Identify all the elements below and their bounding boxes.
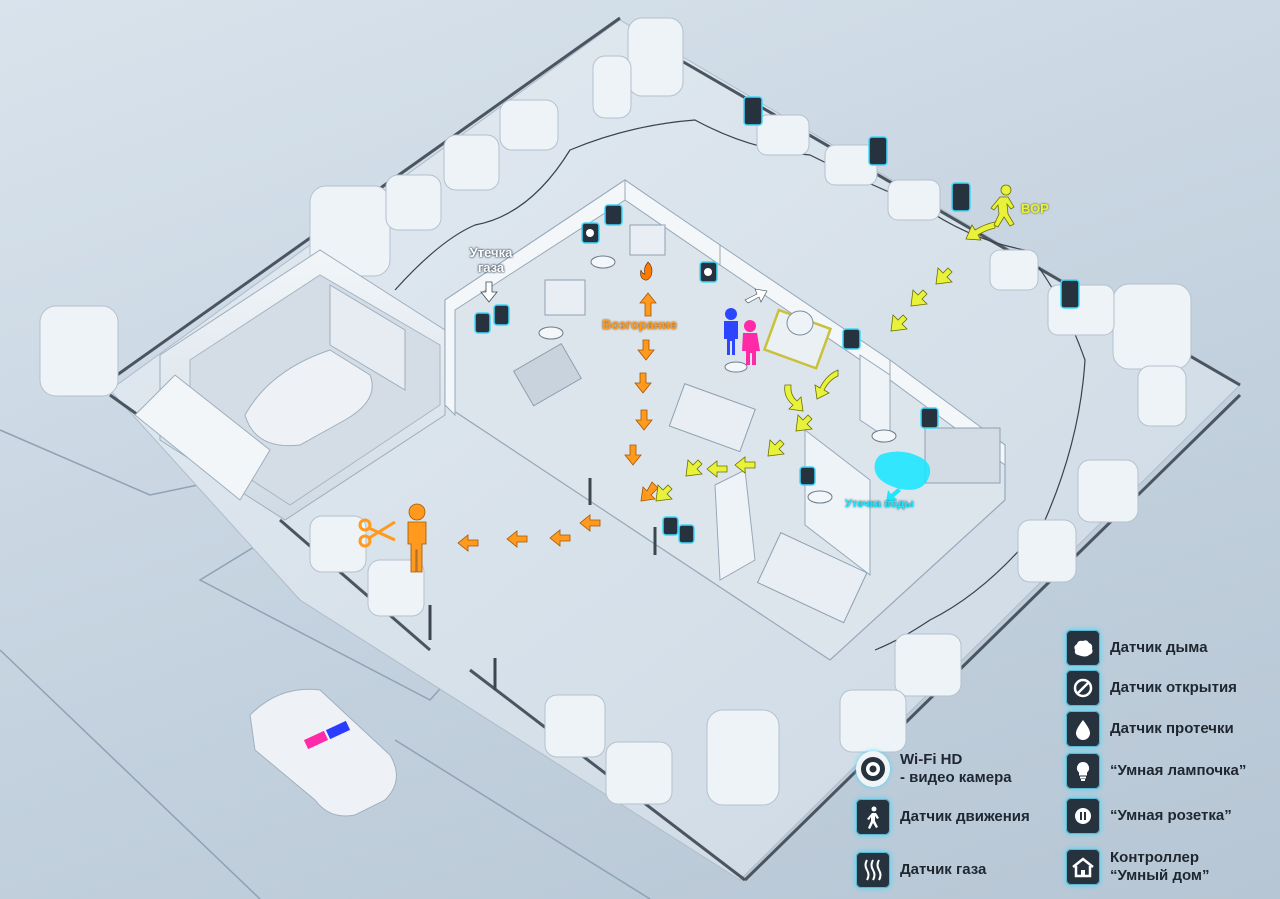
legend-motion-sensor: Датчик движения	[856, 797, 1030, 837]
house	[444, 179, 1006, 661]
gas-leak-label: Утечка газа	[469, 245, 513, 275]
legend-door-sensor: Датчик открытия	[1066, 668, 1237, 708]
lightbulb-icon	[1066, 753, 1100, 789]
legend-label: Датчик протечки	[1110, 720, 1234, 737]
socket-icon	[1066, 798, 1100, 834]
fire-path	[457, 292, 659, 552]
smoke-icon	[1066, 630, 1100, 666]
fire-label: Возгорание	[602, 317, 678, 332]
legend-smart-bulb: “Умная лампочка”	[1066, 751, 1246, 791]
legend-label: Датчик газа	[900, 861, 987, 878]
fire-icon	[640, 261, 653, 281]
house-icon	[1066, 849, 1100, 885]
legend-smart-socket: “Умная розетка”	[1066, 796, 1232, 836]
legend-label: Датчик движения	[900, 808, 1030, 825]
water-leak-puddle	[874, 451, 931, 490]
water-leak-label: Утечка воды	[845, 498, 914, 510]
evacuated-person	[407, 503, 427, 573]
scissors-icon	[358, 518, 396, 548]
camera-icon	[856, 751, 890, 787]
gas-leak-arrow	[480, 281, 498, 303]
residents	[724, 288, 768, 365]
trees	[39, 17, 1192, 806]
lamp-posts	[428, 478, 657, 690]
legend-label: “Умная розетка”	[1110, 807, 1232, 824]
legend-label: Wi-Fi HD - видео камера	[900, 751, 1012, 786]
legend-label: “Умная лампочка”	[1110, 762, 1247, 779]
legend-gas-sensor: Датчик газа	[856, 850, 986, 890]
thief-figure	[990, 184, 1015, 228]
water-drop-icon	[1066, 711, 1100, 747]
police-car	[249, 688, 397, 817]
legend-controller: Контроллер “Умный дом”	[1066, 847, 1210, 887]
thief-path	[655, 221, 996, 502]
legend-label: Контроллер “Умный дом”	[1110, 849, 1210, 884]
gas-icon	[856, 852, 890, 888]
garage	[134, 249, 446, 521]
legend-label: Датчик дыма	[1110, 639, 1208, 656]
water-leak-arrow	[886, 488, 901, 502]
wall-sensors	[474, 96, 1080, 544]
thief-label: ВОР	[1021, 201, 1049, 216]
door-open-icon	[1066, 670, 1100, 706]
legend-label: Датчик открытия	[1110, 679, 1237, 696]
legend-leak-sensor: Датчик протечки	[1066, 709, 1234, 749]
legend-smoke-sensor: Датчик дыма	[1066, 628, 1208, 668]
motion-icon	[856, 799, 890, 835]
legend-camera: Wi-Fi HD - видео камера	[856, 749, 1012, 789]
